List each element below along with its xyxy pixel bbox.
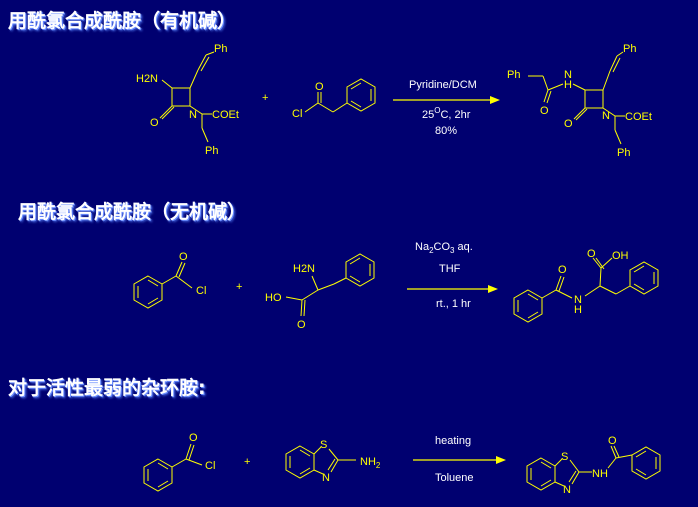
r3-plus: +	[244, 456, 250, 468]
p2-h-label: H	[574, 304, 582, 316]
r1-cond-yield: 80%	[435, 125, 457, 137]
p3-s-label: S	[561, 451, 568, 463]
r2-phenylalanine: H2N HO O	[265, 253, 375, 331]
r3-cond-below: Toluene	[435, 472, 474, 484]
p3-nh-label: NH	[592, 468, 608, 480]
p1-h-label: H	[564, 79, 572, 91]
r3-product: S N NH O	[526, 435, 661, 496]
p2-oh-label: OH	[612, 250, 629, 262]
r3a-o-label: O	[189, 432, 198, 444]
p2-n-label: N	[574, 294, 582, 306]
r2a-o-label: O	[179, 251, 188, 263]
r1-phenylacetyl-chloride: O Cl	[292, 78, 376, 120]
r1-plus: +	[262, 92, 268, 104]
r2-product: O OH O N H	[513, 248, 659, 323]
r2a-cl-label: Cl	[196, 285, 206, 297]
r2b-nh2-label: H2N	[293, 263, 315, 275]
p3-o-label: O	[608, 435, 617, 447]
r3-aminobenzothiazole: S N NH2	[285, 439, 381, 484]
p1-ph-top-label: Ph	[623, 43, 636, 55]
reaction-2: O Cl + H2N HO O	[133, 241, 659, 331]
reaction-3: O Cl + S N NH2	[143, 432, 661, 496]
r1-ph-bottom-label: Ph	[205, 145, 218, 157]
r1-beta-lactam: H2N Ph O N COEt Ph	[136, 43, 239, 157]
p1-o-amide-label: O	[540, 105, 549, 117]
p3-n-label: N	[563, 484, 571, 496]
p1-coet-label: COEt	[625, 111, 652, 123]
r2-benzoyl-chloride: O Cl	[133, 251, 206, 309]
p1-ph-bottom-label: Ph	[617, 147, 630, 159]
p2-o-amide-label: O	[558, 264, 567, 276]
r2-o-label: O	[315, 81, 324, 93]
r3a-cl-label: Cl	[205, 460, 215, 472]
r1-n-label: N	[189, 109, 197, 121]
r1-product: Ph N H O Ph O N COEt Ph	[507, 43, 652, 159]
r2-cond-middle: THF	[439, 263, 461, 275]
p1-n-label: N	[564, 69, 572, 81]
r3-benzoyl-chloride: O Cl	[143, 432, 215, 492]
r1-ph-top-label: Ph	[214, 43, 227, 55]
section-3-heading: 对于活性最弱的杂环胺:	[8, 377, 206, 399]
r2-cond-below: rt., 1 hr	[436, 298, 471, 310]
r2-cl-label: Cl	[292, 108, 302, 120]
p2-o-acid-label: O	[587, 248, 596, 260]
r2b-ho-label: HO	[265, 292, 282, 304]
r2b-o-label: O	[297, 319, 306, 331]
r3b-n-label: N	[322, 472, 330, 484]
r1-o-label: O	[150, 117, 159, 129]
r3b-nh2-label: NH2	[360, 456, 381, 470]
r2-cond-above: Na2CO3 aq.	[415, 241, 473, 255]
p1-ph-amide-label: Ph	[507, 69, 520, 81]
p1-n-ring-label: N	[602, 110, 610, 122]
p1-o-label: O	[564, 118, 573, 130]
r1-coet-label: COEt	[212, 109, 239, 121]
section-1-heading: 用酰氯合成酰胺（有机碱）	[8, 10, 237, 32]
r1-nh2-label: H2N	[136, 73, 158, 85]
section-2-heading: 用酰氯合成酰胺（无机碱）	[18, 201, 247, 223]
r3b-s-label: S	[320, 439, 327, 451]
r2-plus: +	[236, 281, 242, 293]
reaction-1: H2N Ph O N COEt Ph + O Cl	[136, 43, 652, 159]
r1-cond-above: Pyridine/DCM	[409, 79, 477, 91]
r1-cond-temp: 25OC, 2hr	[422, 106, 471, 121]
r3-cond-above: heating	[435, 435, 471, 447]
